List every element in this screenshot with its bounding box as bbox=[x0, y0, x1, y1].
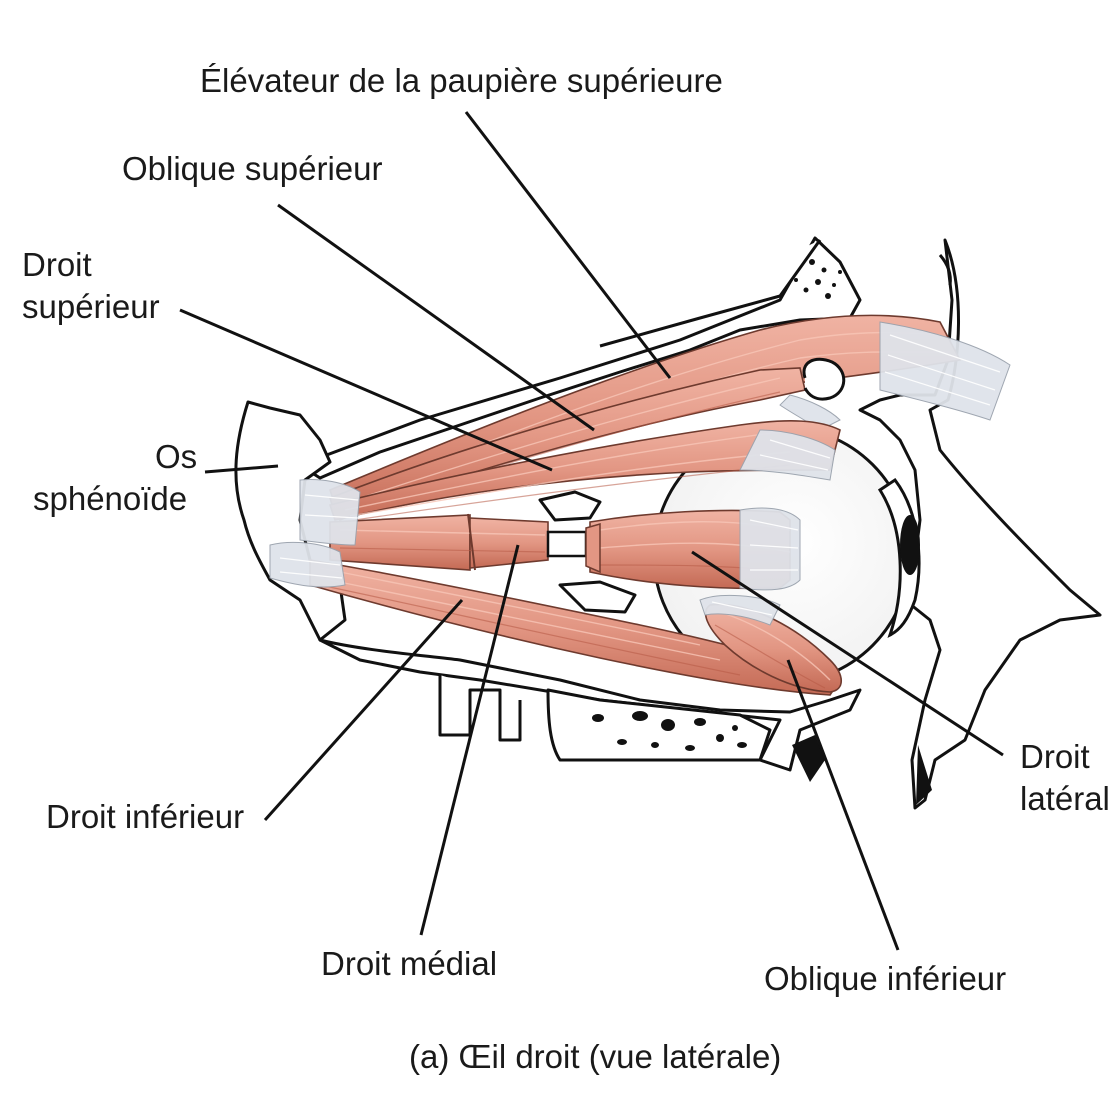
inferior-oblique-muscle bbox=[699, 594, 843, 693]
leader-lateral-rectus bbox=[691, 550, 1004, 757]
trochlea bbox=[802, 357, 846, 401]
label-superior-rectus-line1: Droit bbox=[22, 246, 92, 283]
label-inferior-oblique: Oblique inférieur bbox=[764, 960, 1006, 997]
leader-inferior-oblique bbox=[786, 659, 900, 951]
superior-rectus-muscle bbox=[328, 420, 841, 521]
label-superior-rectus-line2: supérieur bbox=[22, 288, 160, 325]
label-levator-palpebrae: Élévateur de la paupière supérieure bbox=[200, 62, 723, 99]
label-medial-rectus: Droit médial bbox=[321, 945, 497, 982]
medial-rectus-muscle bbox=[329, 513, 601, 574]
figure-caption: (a) Œil droit (vue latérale) bbox=[409, 1038, 781, 1075]
label-superior-oblique: Oblique supérieur bbox=[122, 150, 383, 187]
labels: Élévateur de la paupière supérieure Obli… bbox=[22, 62, 1110, 997]
orbit-bones bbox=[234, 236, 1102, 810]
levator-palpebrae-muscle bbox=[329, 314, 1011, 522]
lateral-rectus-muscle bbox=[589, 507, 801, 591]
bone-texture bbox=[794, 259, 842, 299]
label-sphenoid-line2: sphénoïde bbox=[33, 480, 187, 517]
annulus-tendons bbox=[269, 479, 361, 588]
label-sphenoid-line1: Os bbox=[155, 438, 197, 475]
leader-lines bbox=[179, 111, 1004, 951]
leader-levator bbox=[464, 111, 672, 379]
label-lateral-rectus-line2: latéral bbox=[1020, 780, 1110, 817]
muscles bbox=[269, 314, 1011, 696]
pupil bbox=[900, 515, 920, 575]
label-inferior-rectus: Droit inférieur bbox=[46, 798, 244, 835]
inferior-rectus-muscle bbox=[309, 559, 842, 696]
leader-sphenoid bbox=[204, 464, 279, 474]
leader-medial-rectus bbox=[419, 544, 520, 936]
orbit-floor-bone bbox=[318, 638, 862, 772]
label-lateral-rectus-line1: Droit bbox=[1020, 738, 1090, 775]
leader-inferior-rectus bbox=[263, 598, 464, 822]
leader-superior-rectus bbox=[179, 308, 553, 472]
leader-superior-oblique bbox=[277, 203, 595, 432]
